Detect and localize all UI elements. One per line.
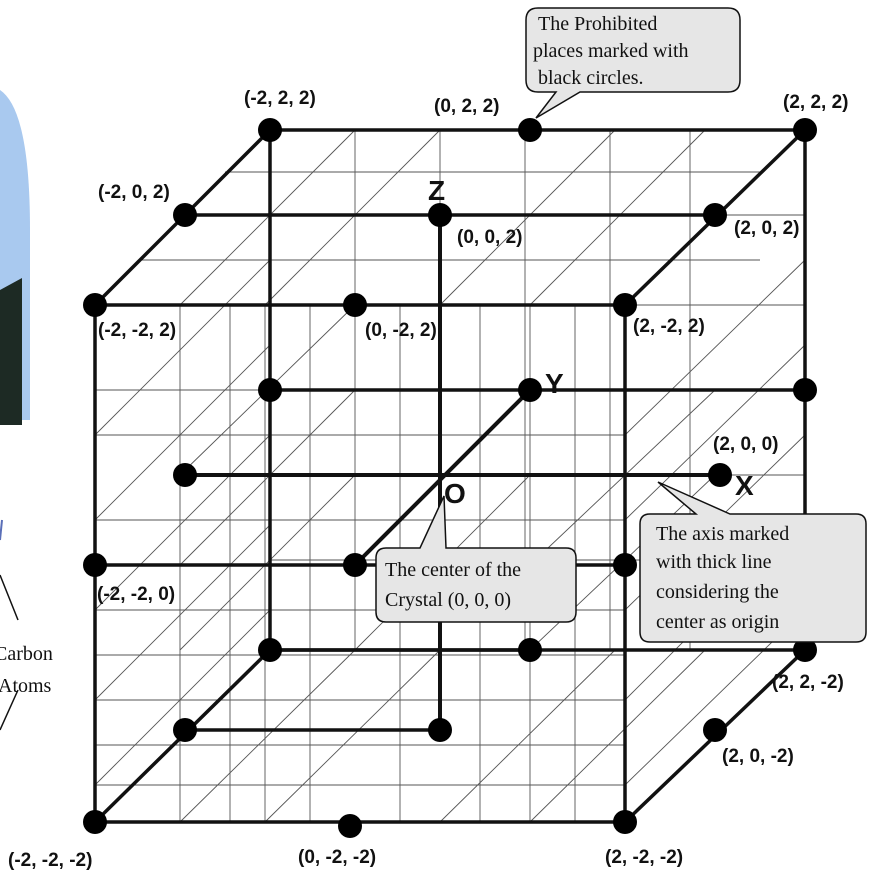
point <box>83 293 107 317</box>
callout-text: black circles. <box>538 67 644 89</box>
vertex-label: (0, 0, 2) <box>457 227 522 248</box>
point <box>703 203 727 227</box>
callout-text: considering the <box>656 581 779 603</box>
origin-label: O <box>444 478 466 509</box>
vertex-label: (0, 2, 2) <box>434 96 499 117</box>
photo-dark-object <box>0 278 22 425</box>
point <box>173 718 197 742</box>
carbon-photo <box>0 90 30 731</box>
pointer-line-bottom <box>0 689 19 731</box>
vertex-label: (2, 2, -2) <box>772 672 844 693</box>
point <box>173 203 197 227</box>
vertex-label: (2, -2, 2) <box>633 316 705 337</box>
point <box>793 118 817 142</box>
vertex-label: (2, 2, 2) <box>783 92 848 113</box>
point <box>613 293 637 317</box>
prohibited-points <box>83 118 817 838</box>
point <box>518 118 542 142</box>
callout-text: The axis marked <box>656 523 789 545</box>
callout-text: The center of the <box>385 559 521 581</box>
y-axis-label: Y <box>545 368 564 399</box>
vertex-label: (2, -2, -2) <box>605 847 683 868</box>
photo-stroke <box>0 519 3 541</box>
point <box>428 718 452 742</box>
point <box>793 638 817 662</box>
vertex-label: (2, 0, -2) <box>722 746 794 767</box>
point <box>518 638 542 662</box>
callout-text: center as origin <box>656 611 779 633</box>
y-axis-line <box>353 388 532 567</box>
x-axis-label: X <box>735 470 754 501</box>
callout-bubble <box>375 495 577 623</box>
vertex-label: (0, -2, -2) <box>298 847 376 868</box>
vertex-label: (2, 0, 0) <box>713 434 778 455</box>
callout-center: The center of the Crystal (0, 0, 0) <box>375 495 577 623</box>
point <box>338 814 362 838</box>
callout-prohibited: The Prohibited places marked with black … <box>525 7 741 119</box>
vertex-label: (-2, -2, 2) <box>98 320 176 341</box>
point <box>83 553 107 577</box>
callout-text: Crystal (0, 0, 0) <box>385 589 511 611</box>
z-axis-label: Z <box>428 175 445 206</box>
callout-text: with thick line <box>656 551 772 573</box>
vertex-label: (-2, -2, -2) <box>8 850 92 871</box>
callout-text: places marked with <box>533 40 689 62</box>
point <box>258 378 282 402</box>
side-label-atoms: Atoms <box>0 675 52 697</box>
point <box>258 118 282 142</box>
vertex-label: (-2, -2, 0) <box>97 584 175 605</box>
vertex-label: (-2, 2, 2) <box>244 88 316 109</box>
point <box>428 203 452 227</box>
point <box>258 638 282 662</box>
vertex-label: (0, -2, 2) <box>365 320 437 341</box>
callout-axis: The axis marked with thick line consider… <box>639 481 867 643</box>
coordinate-axes <box>185 215 720 730</box>
callout-bubble <box>525 7 741 119</box>
vertex-label: (-2, 0, 2) <box>98 182 170 203</box>
point <box>83 810 107 834</box>
side-label-carbon: Carbon <box>0 643 53 665</box>
callout-text: The Prohibited <box>538 13 657 35</box>
callout-bubble <box>639 481 867 643</box>
pointer-line-top <box>0 574 19 621</box>
point <box>343 293 367 317</box>
vertex-label: (2, 0, 2) <box>734 218 799 239</box>
point <box>703 718 727 742</box>
point <box>613 553 637 577</box>
point <box>343 553 367 577</box>
point <box>793 378 817 402</box>
point <box>173 463 197 487</box>
point <box>518 378 542 402</box>
point <box>708 463 732 487</box>
point <box>613 810 637 834</box>
